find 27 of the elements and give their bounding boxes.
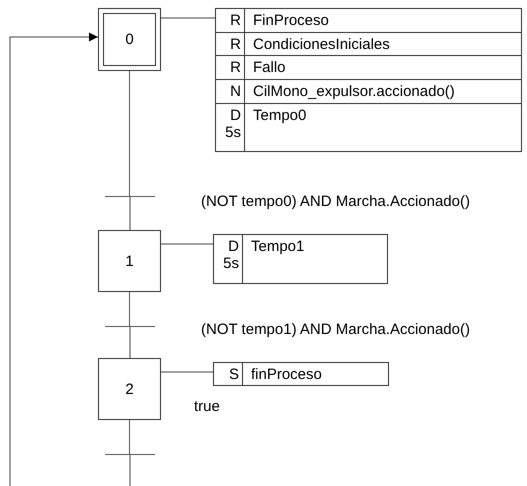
action-row: [215, 103, 522, 152]
action-qualifier: D 5s: [214, 235, 243, 283]
action-name: FinProceso: [252, 11, 329, 31]
action-qualifier: S: [214, 363, 243, 385]
action-name: CondicionesIniciales: [252, 35, 390, 55]
action-name: finProceso: [250, 365, 322, 385]
action-row: [215, 79, 522, 104]
action-qualifier: D 5s: [216, 104, 245, 151]
action-row: [215, 8, 522, 33]
transition-condition: (NOT tempo0) AND Marcha.Accionado(): [201, 193, 470, 210]
action-row: [215, 32, 522, 56]
connector-line: [129, 70, 130, 196]
arrow: [10, 32, 130, 486]
action-name: Tempo1: [250, 237, 304, 257]
action-name: Tempo0: [252, 106, 306, 126]
transition-condition: true: [194, 398, 220, 415]
action-name: Fallo: [252, 58, 286, 78]
step-box: 2: [98, 358, 161, 420]
transition-condition: (NOT tempo1) AND Marcha.Accionado(): [201, 321, 470, 338]
action-row: [215, 55, 522, 80]
step-box: 1: [98, 230, 161, 292]
connector-line: [129, 420, 130, 454]
connector-line: [129, 292, 130, 326]
action-name: CilMono_expulsor.accionado(): [252, 82, 455, 102]
initial-step-box: 0: [98, 8, 161, 71]
action-row: [213, 362, 389, 386]
action-row: [213, 234, 388, 284]
